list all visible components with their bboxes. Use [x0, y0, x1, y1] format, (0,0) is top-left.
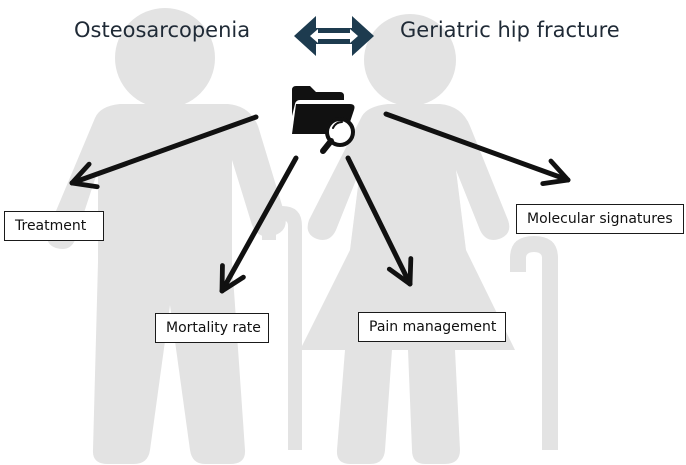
topic-pain-management: Pain management — [358, 312, 506, 342]
osteosarcopenia-heading: Osteosarcopenia — [74, 18, 251, 42]
arrow-to-pain-management — [345, 155, 414, 287]
arrow-to-treatment — [69, 114, 259, 190]
arrow-to-molecular-signatures — [383, 111, 571, 187]
topic-treatment: Treatment — [4, 211, 104, 241]
geriatric-hip-fracture-heading: Geriatric hip fracture — [400, 18, 620, 42]
arrow-to-mortality-rate — [219, 155, 299, 294]
topic-mortality-rate: Mortality rate — [155, 313, 269, 343]
topic-molecular-signatures: Molecular signatures — [516, 204, 684, 234]
